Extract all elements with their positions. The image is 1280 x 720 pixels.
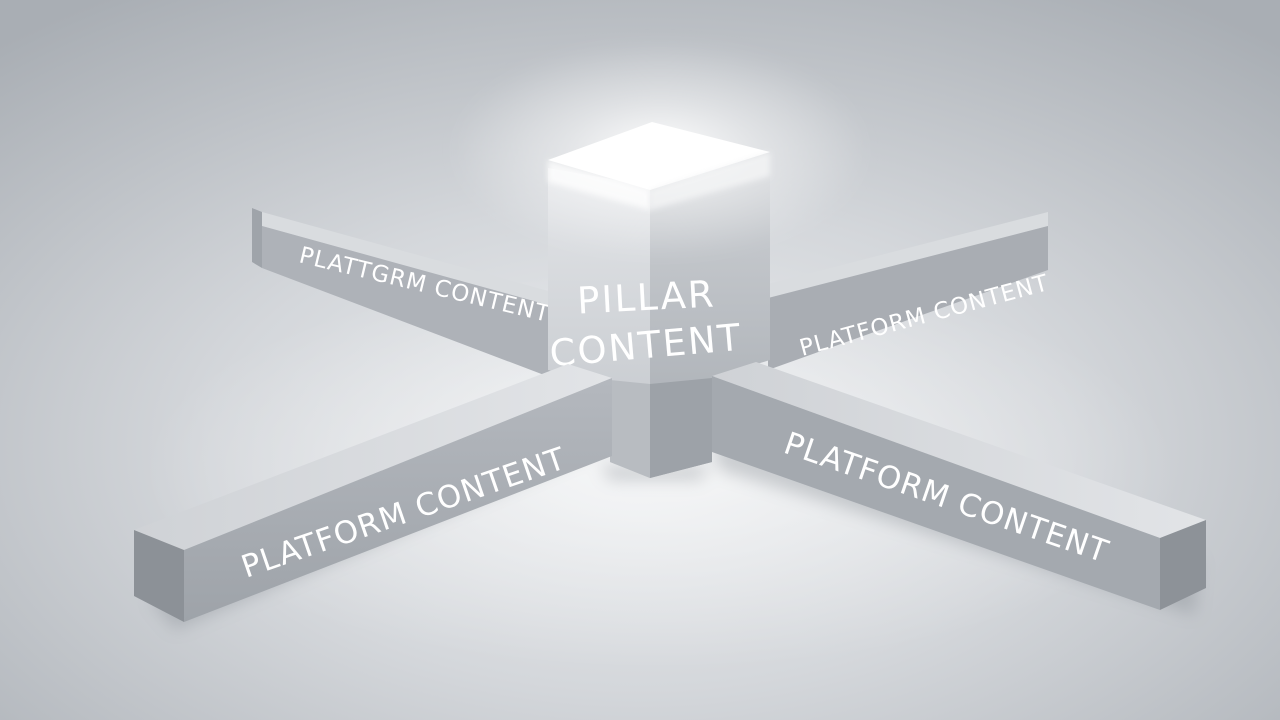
pillar-block: PILLAR CONTENT (450, 40, 870, 478)
arm-front-left: PLATFORM CONTENT (134, 364, 612, 622)
pillar-label-line1: PILLAR (576, 272, 716, 322)
pillar-glowing-top (548, 122, 770, 190)
